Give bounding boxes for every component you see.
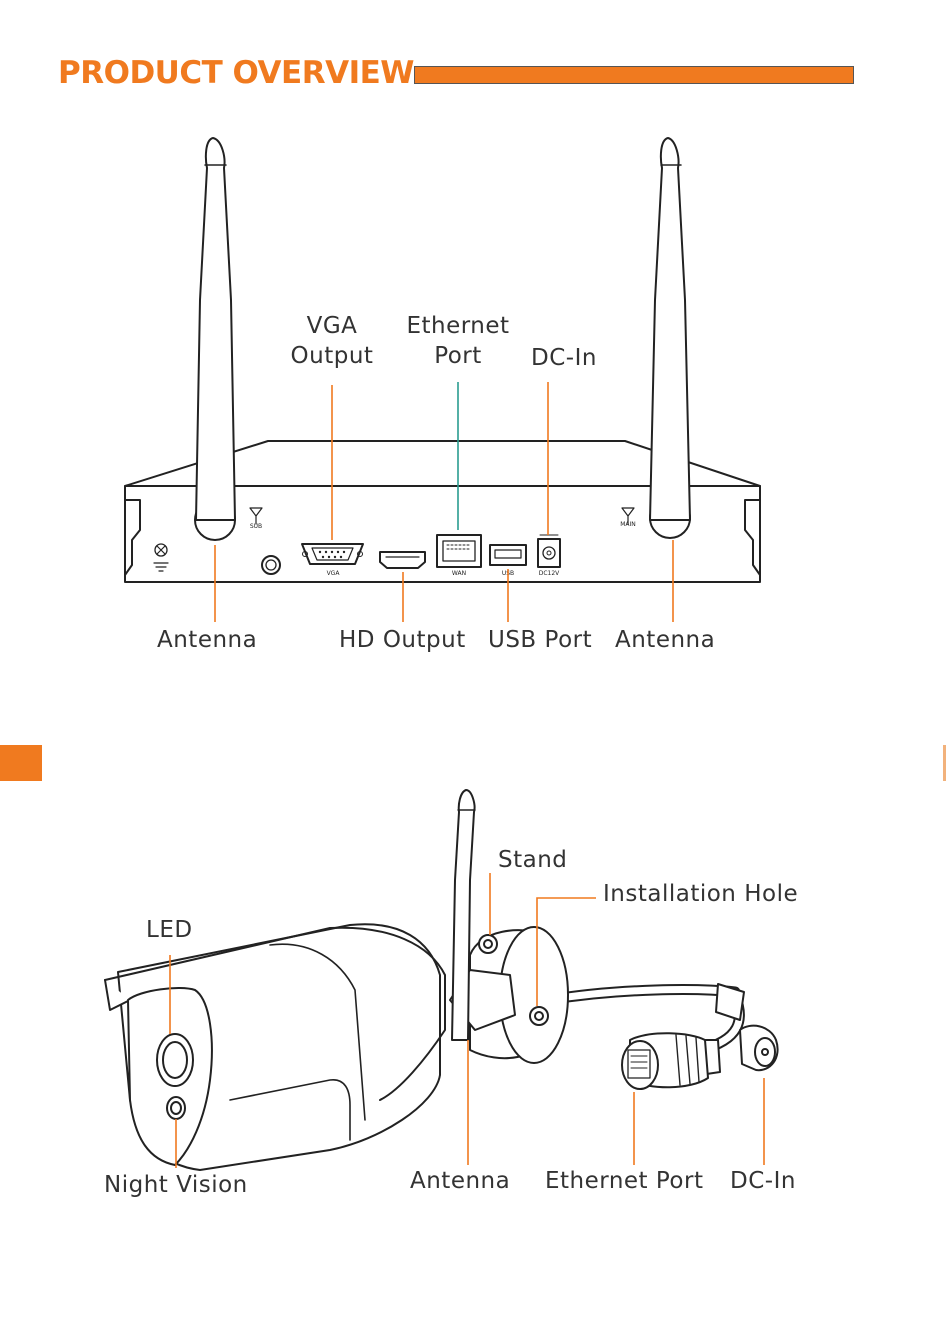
vga-output-label: VGA Output xyxy=(282,312,382,372)
installation-hole xyxy=(530,1007,548,1025)
antenna-right-label: Antenna xyxy=(615,626,715,656)
stand-screw xyxy=(479,935,497,953)
nvr-antenna-left xyxy=(196,138,235,520)
hd-output-label: HD Output xyxy=(339,626,466,656)
antenna-label: Antenna xyxy=(410,1167,510,1197)
audio-jack xyxy=(262,556,280,574)
ethernet-port-label: Ethernet Port xyxy=(398,312,518,372)
hdmi-port xyxy=(380,552,425,568)
vga-marking: VGA xyxy=(327,570,341,577)
dc12v-marking: DC12V xyxy=(539,570,560,577)
night-vision-label: Night Vision xyxy=(104,1171,248,1201)
nvr-antenna-right xyxy=(650,138,690,520)
camera-device xyxy=(105,790,778,1170)
sub-marking: SUB xyxy=(250,523,262,530)
vga-port xyxy=(302,544,363,564)
led-label: LED xyxy=(146,916,193,946)
night-vision-lens xyxy=(167,1097,185,1119)
stand-label: Stand xyxy=(498,846,567,876)
camera-dc-in-label: DC-In xyxy=(730,1167,796,1197)
dc-in-label: DC-In xyxy=(531,344,597,374)
usb-port-label: USB Port xyxy=(488,626,592,656)
main-marking: MAIN xyxy=(620,521,636,528)
antenna-left-label: Antenna xyxy=(157,626,257,656)
wan-marking: WAN xyxy=(452,570,466,577)
camera-ethernet-port-label: Ethernet Port xyxy=(545,1167,703,1197)
installation-hole-label: Installation Hole xyxy=(603,880,798,910)
dc-port xyxy=(538,539,560,567)
